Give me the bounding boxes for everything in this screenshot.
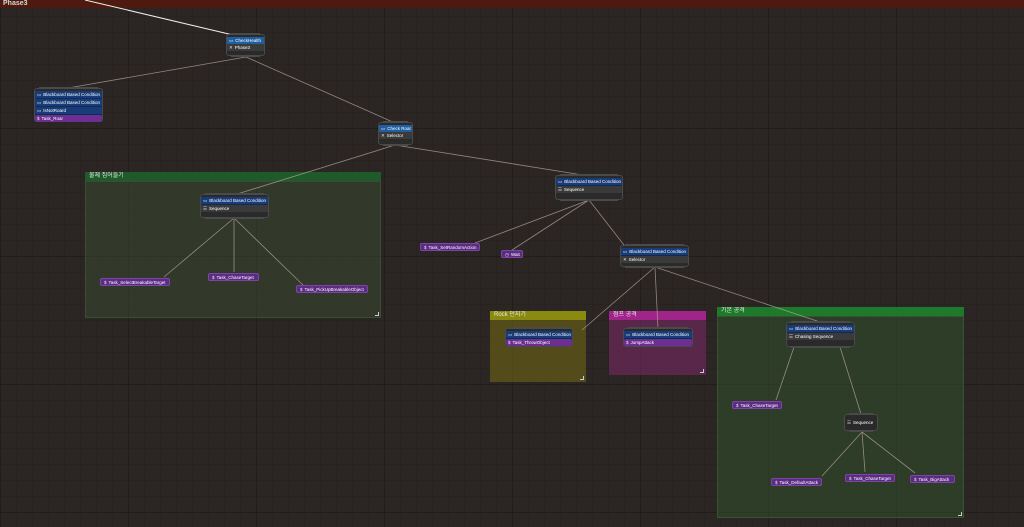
decorator-row[interactable]: ▭Blackboard Based Condition xyxy=(787,325,854,333)
resize-handle-icon[interactable] xyxy=(700,369,704,373)
node-attack-selector[interactable]: ▭Blackboard Based Condition ✕Selector xyxy=(620,244,689,268)
node-chase-target[interactable]: $Task_ChaseTarget xyxy=(845,474,895,482)
node-check-health[interactable]: ▭CheckHealth ✕Phase3 xyxy=(226,33,265,57)
node-grab-sequence[interactable]: ▭Blackboard Based Condition ☰Sequence xyxy=(200,193,269,219)
wire xyxy=(821,431,863,477)
wire xyxy=(861,431,916,474)
task-icon: $ xyxy=(849,476,852,481)
blackboard-icon: ▭ xyxy=(37,108,42,113)
wire xyxy=(654,266,659,330)
wire xyxy=(839,346,862,415)
blackboard-icon: ▭ xyxy=(789,326,794,331)
composite-row[interactable]: ☰Sequence xyxy=(845,419,877,426)
composite-row[interactable]: ☰Chasing Sequence xyxy=(787,333,854,340)
wire-root xyxy=(84,0,234,36)
decorator-row[interactable]: ▭IsNotRoard xyxy=(35,107,102,115)
node-set-random-action[interactable]: $Task_SetRandomAction xyxy=(420,243,480,251)
sequence-icon: ☰ xyxy=(789,334,794,339)
blackboard-icon: ▭ xyxy=(229,38,234,43)
blackboard-icon: ▭ xyxy=(558,179,563,184)
task-icon: $ xyxy=(104,280,107,285)
wire xyxy=(861,431,866,473)
node-chase-target[interactable]: $Task_ChaseTarget xyxy=(208,273,259,281)
wire xyxy=(245,56,396,124)
decorator-row[interactable]: ▭Blackboard Based Condition xyxy=(624,331,692,339)
node-jump-attack[interactable]: ▭Blackboard Based Condition $JumpAttack xyxy=(623,327,693,347)
blackboard-icon: ▭ xyxy=(626,332,631,337)
comment-grab-title: 물체 집어들기 xyxy=(85,172,381,181)
wire xyxy=(233,144,396,196)
wire xyxy=(775,346,795,401)
comment-basic-title: 기본 공격 xyxy=(717,307,964,316)
task-icon: $ xyxy=(626,340,629,345)
wire xyxy=(511,199,590,251)
resize-handle-icon[interactable] xyxy=(375,312,379,316)
task-row[interactable]: $Task_Roar xyxy=(35,115,102,122)
resize-handle-icon[interactable] xyxy=(580,376,584,380)
node-wait[interactable]: ◷Wait xyxy=(501,250,523,258)
task-icon: $ xyxy=(736,403,739,408)
decorator-row[interactable]: ▭Blackboard Based Condition xyxy=(35,99,102,107)
wire xyxy=(233,217,304,286)
wire xyxy=(654,266,821,323)
blackboard-icon: ▭ xyxy=(37,92,42,97)
blackboard-icon: ▭ xyxy=(508,332,513,337)
node-main-sequence[interactable]: ▭Blackboard Based Condition ☰Sequence xyxy=(555,174,623,201)
composite-row[interactable]: ✕Selector xyxy=(621,256,688,263)
sequence-icon: ☰ xyxy=(203,206,208,211)
wire xyxy=(474,199,590,244)
composite-row[interactable]: ☰Sequence xyxy=(201,205,268,212)
node-big-attack[interactable]: $Task_BigAttack xyxy=(910,475,955,483)
blackboard-icon: ▭ xyxy=(623,249,628,254)
task-icon: $ xyxy=(508,340,511,345)
node-throw-object[interactable]: ▭Blackboard Based Condition $Task_ThrowO… xyxy=(505,327,573,347)
selector-icon: ✕ xyxy=(623,257,627,262)
node-select-breakable-target[interactable]: $Task_SelectBreakableTarget xyxy=(100,278,170,286)
wire xyxy=(394,144,590,177)
node-sequence[interactable]: ☰Sequence xyxy=(844,413,878,432)
blackboard-icon: ▭ xyxy=(381,126,386,131)
task-icon: $ xyxy=(300,287,303,292)
decorator-row[interactable]: ▭Blackboard Based Condition xyxy=(201,197,268,205)
graph-title: Phase3 xyxy=(3,0,28,7)
node-default-attack[interactable]: $Task_DefaultAttack xyxy=(771,478,822,486)
node-pickup-breakable-object[interactable]: $Task_PickUpBreakableObject xyxy=(296,285,368,293)
decorator-row[interactable]: ▭Blackboard Based Condition xyxy=(35,91,102,99)
node-roar[interactable]: ▭Blackboard Based Condition ▭Blackboard … xyxy=(34,87,103,122)
task-row[interactable]: $Task_ThrowObject xyxy=(506,339,572,346)
node-chasing-sequence[interactable]: ▭Blackboard Based Condition ☰Chasing Seq… xyxy=(786,321,855,348)
selector-icon: ✕ xyxy=(229,45,233,50)
sequence-icon: ☰ xyxy=(558,187,563,192)
decorator-row[interactable]: ▭Blackboard Based Condition xyxy=(506,331,572,339)
wire xyxy=(581,266,656,331)
decorator-row[interactable]: ▭Blackboard Based Condition xyxy=(621,248,688,256)
comment-rock-title: Rock 던지기 xyxy=(490,311,586,320)
task-icon: $ xyxy=(775,480,778,485)
blackboard-icon: ▭ xyxy=(203,198,208,203)
selector-icon: ✕ xyxy=(381,133,385,138)
graph-title-bar: Phase3 xyxy=(0,0,1024,8)
wire xyxy=(163,217,235,278)
wire xyxy=(588,199,625,246)
decorator-row[interactable]: ▭Blackboard Based Condition xyxy=(556,178,622,186)
wait-icon: ◷ xyxy=(505,252,509,257)
sequence-icon: ☰ xyxy=(847,420,852,425)
composite-row[interactable]: ✕Phase3 xyxy=(227,44,264,51)
wire xyxy=(67,56,247,89)
node-chase-target[interactable]: $Task_ChaseTarget xyxy=(732,401,782,409)
resize-handle-icon[interactable] xyxy=(958,512,962,516)
decorator-row[interactable]: ▭CheckHealth xyxy=(227,37,264,44)
task-icon: $ xyxy=(37,116,40,121)
decorator-row[interactable]: ▭Check Roar xyxy=(379,125,412,132)
node-check-roar[interactable]: ▭Check Roar ✕Selector xyxy=(378,121,413,146)
task-icon: $ xyxy=(212,275,215,280)
blackboard-icon: ▭ xyxy=(37,100,42,105)
task-icon: $ xyxy=(424,245,427,250)
composite-row[interactable]: ☰Sequence xyxy=(556,186,622,193)
task-row[interactable]: $JumpAttack xyxy=(624,339,692,346)
composite-row[interactable]: ✕Selector xyxy=(379,132,412,139)
task-icon: $ xyxy=(914,477,917,482)
